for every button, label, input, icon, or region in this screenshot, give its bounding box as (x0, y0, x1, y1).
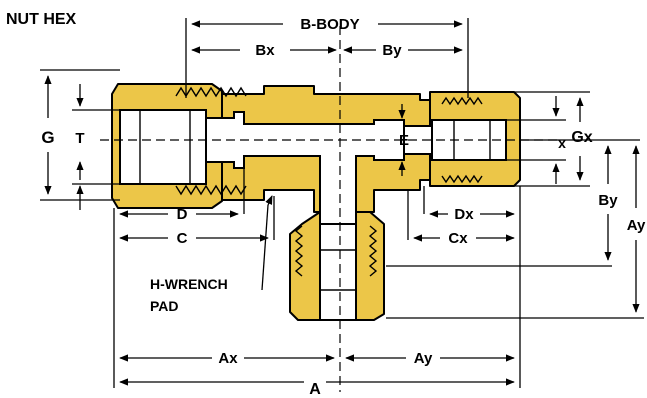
label-dx: Dx (454, 206, 474, 223)
label-e: E (399, 132, 409, 149)
label-c: C (177, 230, 188, 247)
label-d: D (177, 206, 188, 223)
threads (175, 86, 483, 277)
label-ay-right: Ay (627, 217, 646, 234)
label-pad: PAD (150, 298, 179, 314)
label-g: G (41, 128, 54, 147)
label-nut-hex: NUT HEX (6, 11, 77, 28)
label-ay-bottom: Ay (414, 350, 433, 367)
label-cx: Cx (448, 230, 468, 247)
label-bx: Bx (255, 42, 275, 59)
dimension-lines (40, 18, 644, 388)
center-lines (100, 26, 560, 392)
label-x: x (558, 135, 566, 151)
label-ax: Ax (218, 350, 238, 367)
label-gx: Gx (571, 129, 592, 146)
bore-details (139, 110, 491, 291)
label-h-wrench: H-WRENCH (150, 276, 228, 292)
label-b-body: B-BODY (300, 16, 359, 33)
label-by-top: By (382, 42, 402, 59)
label-t: T (75, 130, 84, 147)
label-by-right: By (598, 192, 618, 209)
label-a: A (309, 381, 321, 398)
